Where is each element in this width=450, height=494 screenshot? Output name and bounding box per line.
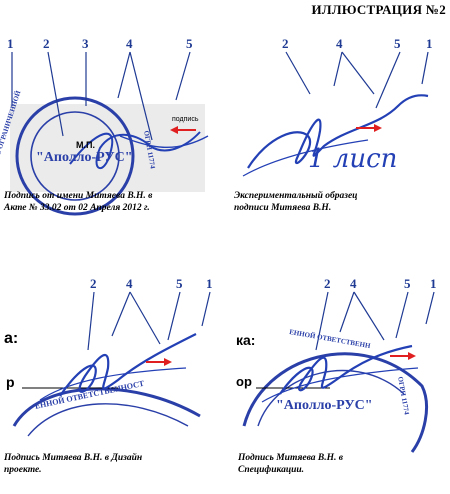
pointer-line-4b <box>353 291 385 341</box>
stamp-outer-ring <box>15 96 135 216</box>
pointer-line-5 <box>167 291 181 341</box>
stamp-outer-arc <box>242 352 429 453</box>
doc-fragment-b: р <box>6 374 15 390</box>
pointer-line-4a <box>333 51 343 87</box>
marker-number: 5 <box>394 36 401 51</box>
marker-number: 2 <box>90 276 97 291</box>
caption: Экспериментальный образец подписи Митяев… <box>234 190 357 214</box>
marker-number: 3 <box>82 36 89 51</box>
pointer-line-2 <box>87 291 95 351</box>
caption-line-2: Акте № 33.02 от 02 Апреля 2012 г. <box>4 203 150 213</box>
panel-design-project: 2 4 5 1 а: р ЕННОЙ ОТВЕТСТВЕННОСТ Подпис… <box>0 276 222 490</box>
marker-number: 2 <box>43 36 50 51</box>
marker-number: 5 <box>176 276 183 291</box>
panel-act: 1 2 3 4 5 "Аполло-РУС" С ОГРАНИЧЕННОЙ ОГ… <box>0 36 222 226</box>
signature-stroke <box>279 344 413 395</box>
stamp-inner-arc <box>27 403 189 437</box>
doc-fragment-b: ор <box>236 374 252 389</box>
caption-line-1: Экспериментальный образец <box>234 191 358 201</box>
stamp-company-name: "Аполло-РУС" <box>276 398 373 413</box>
signature-underline <box>39 367 187 401</box>
signature-tail <box>119 135 209 148</box>
stamp-company-name: "Аполло-РУС" <box>36 150 133 165</box>
marker-number: 2 <box>282 36 289 51</box>
marker-number: 1 <box>426 36 433 51</box>
panel-act-graphic <box>10 51 209 216</box>
caption-line-2: проекте. <box>4 465 42 475</box>
signature-underline <box>242 139 369 177</box>
pointer-line-5 <box>175 51 191 101</box>
panel-design-graphic <box>12 291 211 437</box>
marker-number: 4 <box>350 276 357 291</box>
pointer-line-5 <box>395 291 409 339</box>
stamp-outer-arc <box>12 387 201 427</box>
pointer-line-5 <box>375 51 401 109</box>
pointer-line-2 <box>47 51 64 137</box>
pointer-line-4a <box>117 51 131 99</box>
signature-label: подпись <box>172 116 199 123</box>
pointer-line-4b <box>129 291 161 345</box>
pointer-line-4b <box>341 51 375 95</box>
caption: Подпись Митяева В.Н. в Спецификации. <box>238 452 343 476</box>
pointer-line-4a <box>111 291 131 337</box>
signature-stroke <box>69 131 201 169</box>
caption-line-1: Подпись от имени Митяева В.Н. в <box>4 191 153 201</box>
caption: Подпись Митяева В.Н. в Дизайн проекте. <box>4 452 142 476</box>
marker-number: 5 <box>404 276 411 291</box>
pointer-line-1 <box>425 291 435 325</box>
caption-line-1: Подпись Митяева В.Н. в <box>238 453 343 463</box>
doc-fragment-a: ка: <box>236 332 256 348</box>
pointer-line-4a <box>339 291 355 333</box>
red-arrow-head <box>170 126 178 134</box>
marker-number: 5 <box>186 36 193 51</box>
red-arrow-head <box>374 124 382 132</box>
marker-number: 4 <box>336 36 343 51</box>
pointer-line-2 <box>285 51 311 95</box>
red-arrow-head <box>408 352 416 360</box>
doc-fragment-a: а: <box>4 330 19 347</box>
caption-line-2: Спецификации. <box>238 465 305 475</box>
pointer-line-2 <box>315 291 329 351</box>
scan-background <box>10 104 205 192</box>
signature-underline <box>261 367 419 403</box>
signature-stroke <box>247 94 429 169</box>
panel-sample-graphic <box>242 51 429 177</box>
panel-spec-graphic <box>242 291 435 453</box>
stamp-inner-arc <box>257 370 405 427</box>
pointer-line-1 <box>201 291 211 327</box>
caption-line-1: Подпись Митяева В.Н. в Дизайн <box>4 453 143 463</box>
panel-specification: 2 4 5 1 ка: ор "Аполло-РУС" ЕННОЙ ОТВЕТС… <box>232 276 450 490</box>
marker-number: 2 <box>324 276 331 291</box>
marker-number: 4 <box>126 276 133 291</box>
signature-stroke <box>59 333 197 397</box>
red-arrow-head <box>164 358 172 366</box>
pointer-line-4b <box>129 51 153 141</box>
panel-sample: 2 4 5 1 1 лисп Экспериментальный образец… <box>228 36 450 226</box>
caption: Подпись от имени Митяева В.Н. в Акте № 3… <box>4 190 152 214</box>
caption-line-2: подписи Митяева В.Н. <box>234 203 332 213</box>
marker-number: 1 <box>206 276 213 291</box>
doc-fragment: М.П. <box>76 140 95 150</box>
marker-number: 1 <box>430 276 437 291</box>
stamp-inner-ring <box>30 111 120 201</box>
pointer-line-1 <box>421 51 429 85</box>
marker-number: 4 <box>126 36 133 51</box>
marker-number: 1 <box>7 36 14 51</box>
page-title: ИЛЛЮСТРАЦИЯ №2 <box>311 2 446 17</box>
handwriting-sample: 1 лисп <box>308 144 398 174</box>
